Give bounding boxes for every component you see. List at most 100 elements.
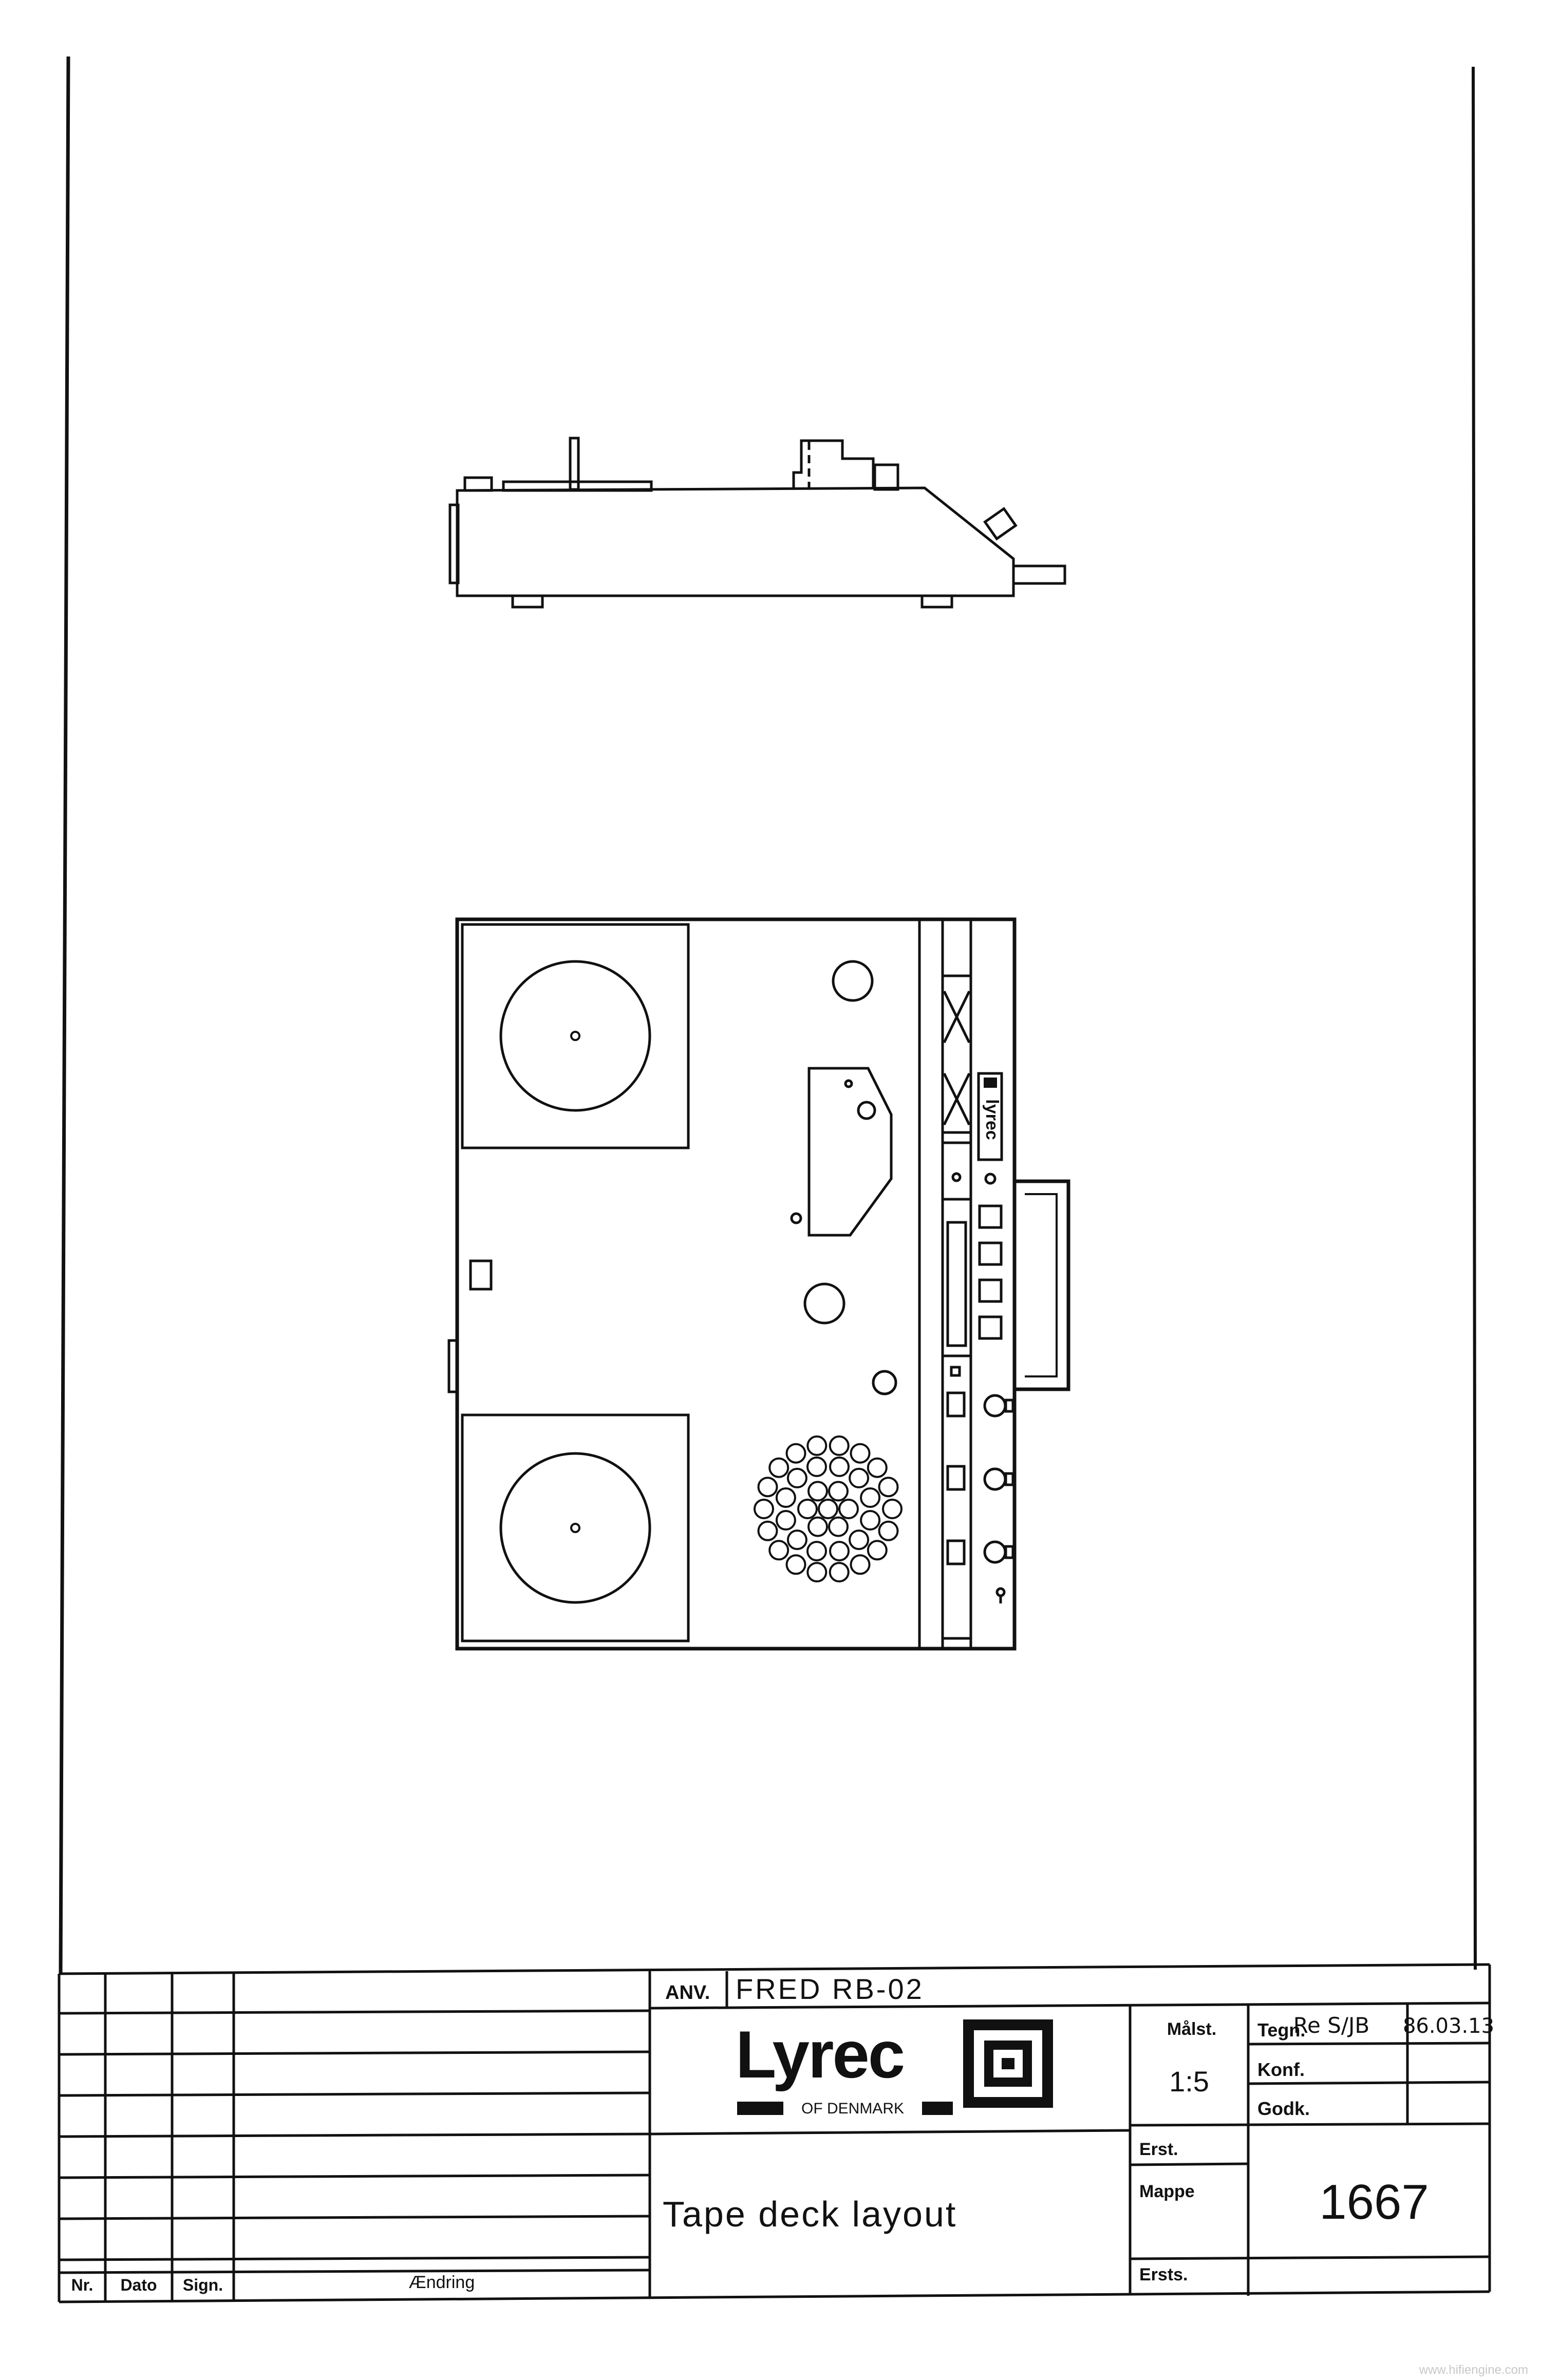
guide-pin <box>790 1212 802 1224</box>
speaker-hole <box>807 1516 828 1537</box>
speaker-hole <box>867 1540 888 1561</box>
knob-side <box>983 506 1018 541</box>
tape-head-block-side <box>792 439 875 489</box>
logo-wordmark: Lyrec <box>736 2017 904 2092</box>
reel-spindle <box>569 437 580 491</box>
tape-path-marks <box>943 990 971 1126</box>
tegn-value: Re S/JB <box>1293 2013 1370 2038</box>
transport-key-3 <box>978 1278 1003 1303</box>
logo-square-emblem <box>963 2019 1053 2108</box>
speaker-hole <box>806 1435 828 1456</box>
speaker-hole <box>786 1467 807 1488</box>
speaker-hole <box>850 1443 871 1464</box>
speaker-hole <box>806 1562 828 1583</box>
foot-right <box>920 594 953 609</box>
transport-key-2 <box>978 1241 1003 1266</box>
brand-plate-text: lyrec <box>982 1099 1002 1140</box>
selector-switch-1 <box>946 1391 966 1418</box>
rev-nr-header: Nr. <box>71 2276 93 2294</box>
logo-subtitle: OF DENMARK <box>801 2100 904 2117</box>
foot-left <box>511 594 544 609</box>
selector-switch-3 <box>946 1539 966 1565</box>
speaker-hole <box>860 1487 881 1508</box>
tegn-label: Tegn. <box>1257 2019 1305 2041</box>
drawing-title: Tape deck layout <box>663 2194 957 2234</box>
erst-label: Erst. <box>1139 2140 1178 2159</box>
panel-indicator-dot <box>984 1173 997 1185</box>
speaker-hole <box>829 1456 850 1477</box>
rev-aendring-header: Ændring <box>409 2273 475 2292</box>
mappe-label: Mappe <box>1139 2182 1195 2201</box>
speaker-hole <box>806 1541 827 1562</box>
selector-switch-2 <box>946 1465 966 1491</box>
anv-label: ANV. <box>665 1982 710 2004</box>
side-panel-edge <box>448 503 460 584</box>
godk-label: Godk. <box>1257 2098 1310 2119</box>
speaker-hole <box>829 1435 850 1456</box>
tape-counter-window <box>946 1221 967 1347</box>
knob-1 <box>983 1394 1007 1418</box>
transport-key-1 <box>978 1204 1003 1229</box>
control-strip <box>941 918 972 1650</box>
speaker-hole <box>878 1520 899 1541</box>
speaker-hole <box>849 1467 870 1488</box>
speaker-hole <box>785 1443 806 1464</box>
speaker-hole <box>878 1477 899 1498</box>
reel-hub-left <box>463 476 493 492</box>
drawing-frame <box>59 56 1477 1975</box>
ersts-label: Ersts. <box>1139 2265 1188 2284</box>
brand-plate: lyrec <box>977 1072 1003 1161</box>
knob-2 <box>983 1467 1007 1491</box>
rev-dato-header: Dato <box>120 2276 157 2294</box>
level-knobs <box>983 1394 1014 1564</box>
side-elevation-view <box>448 437 1066 609</box>
side-connector <box>447 1339 459 1393</box>
pinch-roller-side <box>873 463 899 491</box>
headphone-jack <box>995 1587 1006 1603</box>
mappe-value: 1667 <box>1319 2175 1429 2230</box>
speaker-hole <box>882 1499 903 1519</box>
site-watermark: www.hifiengine.com <box>1419 2363 1528 2377</box>
tegn-date: 86.03.13 <box>1403 2014 1494 2038</box>
counter-reset-button <box>950 1366 961 1377</box>
speaker-hole <box>797 1499 818 1519</box>
speaker-hole <box>768 1457 790 1478</box>
deck-body-side-outline <box>456 486 1015 597</box>
take-up-reel <box>461 1413 690 1642</box>
speaker-hole <box>829 1541 850 1562</box>
speaker-hole <box>828 1516 849 1537</box>
tension-arm-block <box>469 1259 493 1291</box>
deck-top-outline <box>455 917 1017 1651</box>
transport-key-4 <box>978 1315 1003 1340</box>
handle-side <box>1012 564 1066 585</box>
speaker-hole <box>867 1457 888 1478</box>
carry-handle <box>1014 1179 1070 1391</box>
speaker-hole <box>775 1510 796 1531</box>
top-plan-view: lyrec <box>447 917 1070 1651</box>
speaker-hole <box>829 1562 850 1583</box>
speaker-hole <box>806 1456 827 1477</box>
speaker-hole <box>775 1487 796 1508</box>
speaker-hole <box>818 1499 838 1519</box>
speaker-hole <box>757 1520 778 1541</box>
konf-label: Konf. <box>1257 2059 1305 2080</box>
supply-reel <box>461 923 690 1149</box>
indicator-dot <box>951 1172 962 1182</box>
tape-head-assembly <box>807 1067 893 1237</box>
transport-keys <box>978 1204 1003 1340</box>
speaker-hole <box>786 1529 807 1551</box>
speaker-hole <box>807 1481 828 1502</box>
rev-sign-header: Sign. <box>183 2276 223 2294</box>
pinch-roller <box>872 1370 897 1395</box>
revision-table: Nr. Dato Sign. Ændring <box>71 2273 475 2294</box>
lyrec-logo: Lyrec OF DENMARK <box>736 2017 1053 2117</box>
anv-value: FRED RB-02 <box>736 1973 924 2005</box>
speaker-hole <box>838 1499 859 1519</box>
speaker-hole <box>768 1540 790 1561</box>
speaker-hole <box>849 1529 870 1551</box>
speaker-hole <box>757 1477 778 1498</box>
speaker-hole <box>754 1499 774 1519</box>
knob-3 <box>983 1540 1007 1564</box>
speaker-hole <box>860 1510 881 1531</box>
